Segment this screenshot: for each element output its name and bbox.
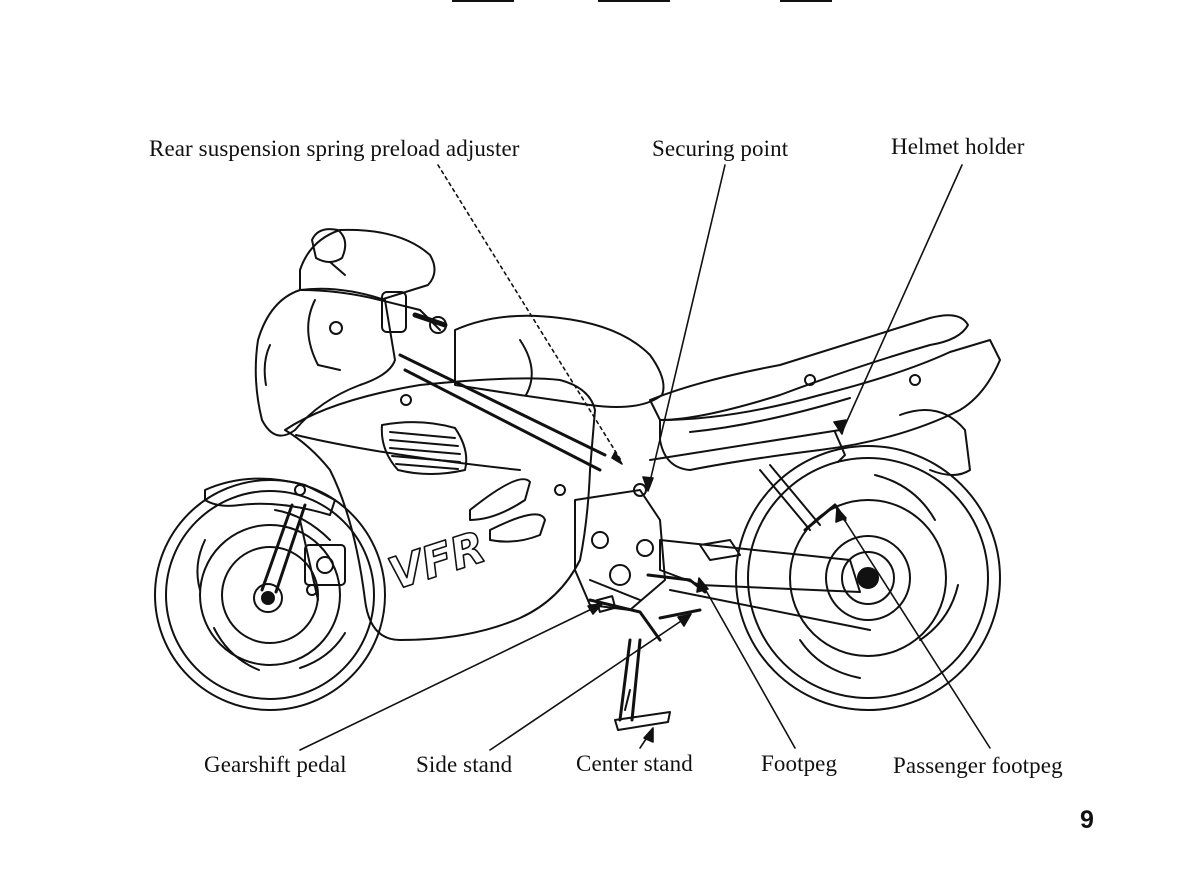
leader-securing-point — [647, 164, 726, 491]
top-clipped-rule-1 — [452, 0, 514, 2]
brand-lettering: VFR — [383, 522, 492, 601]
side-stand-drawing — [658, 608, 702, 620]
windscreen — [299, 228, 436, 301]
tail-cowl — [659, 339, 1001, 471]
label-rear-preload-adjuster: Rear suspension spring preload adjuster — [149, 136, 520, 161]
top-clipped-rule-3 — [780, 0, 832, 2]
front-wheel — [154, 479, 386, 711]
leader-gearshift-pedal — [299, 603, 603, 751]
label-helmet-holder: Helmet holder — [891, 134, 1025, 159]
leader-footpeg — [699, 579, 796, 749]
label-passenger-footpeg: Passenger footpeg — [893, 753, 1063, 778]
lower-fairing — [284, 377, 596, 641]
front-fender — [204, 477, 336, 516]
seat — [649, 314, 969, 421]
leader-passenger-footpeg — [837, 509, 991, 749]
fuel-tank — [454, 314, 665, 408]
drive-chain — [669, 589, 871, 631]
page-number: 9 — [1080, 806, 1094, 834]
label-center-stand: Center stand — [576, 751, 693, 776]
top-clipped-rule-2 — [598, 0, 670, 2]
label-securing-point: Securing point — [652, 136, 789, 161]
gearshift-linkage — [588, 598, 662, 642]
leader-rear-preload — [437, 164, 623, 463]
handlebar — [379, 291, 448, 334]
label-footpeg: Footpeg — [761, 751, 838, 776]
leader-side-stand — [489, 614, 691, 751]
label-gearshift-pedal: Gearshift pedal — [204, 752, 347, 777]
upper-fairing — [254, 287, 396, 437]
front-fork — [260, 503, 346, 601]
mirror — [311, 228, 347, 263]
label-side-stand: Side stand — [416, 752, 513, 777]
leader-lines — [299, 164, 991, 751]
muffler — [899, 409, 971, 476]
rear-wheel — [735, 445, 1001, 711]
swingarm — [659, 539, 861, 593]
rider-footpeg — [646, 573, 707, 594]
leader-helmet-holder — [841, 164, 963, 433]
center-stand-drawing — [614, 638, 671, 731]
vent-grille — [380, 421, 468, 475]
